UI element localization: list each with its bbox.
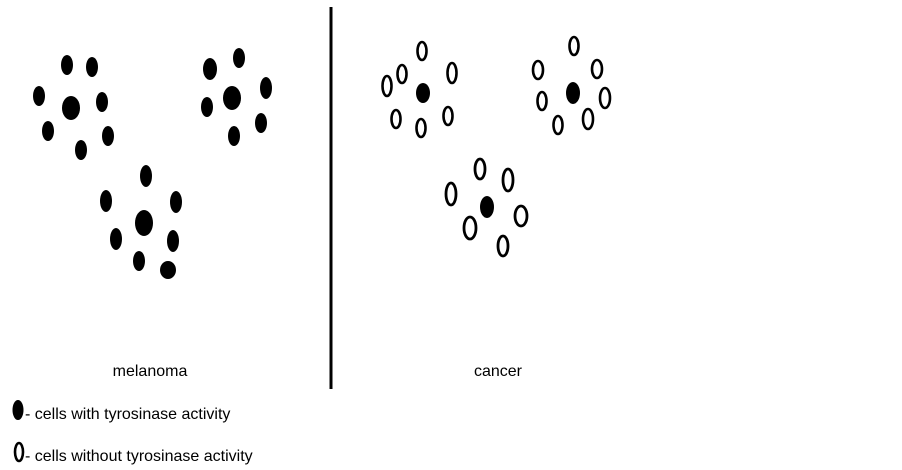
filled-cell: [135, 210, 153, 236]
melanoma-cluster-3: [100, 165, 182, 279]
hollow-cell: [531, 59, 545, 81]
hollow-cell: [446, 61, 458, 85]
hollow-cell: [444, 181, 458, 207]
filled-cell: [86, 57, 98, 77]
hollow-cell: [462, 215, 478, 241]
cancer-cluster-1: [381, 40, 458, 139]
melanoma-label: melanoma: [113, 363, 188, 380]
legend: - cells with tyrosinase activity - cells…: [12, 400, 253, 465]
filled-cell: [42, 121, 54, 141]
filled-cell: [201, 97, 213, 117]
melanoma-cluster-2: [201, 48, 272, 146]
legend-inactive-text: - cells without tyrosinase activity: [25, 448, 253, 465]
hollow-cell: [590, 58, 604, 80]
filled-cell: [260, 77, 272, 99]
filled-cell: [480, 196, 494, 218]
filled-cell: [102, 126, 114, 146]
filled-cell: [233, 48, 245, 68]
legend-item-inactive: - cells without tyrosinase activity: [13, 441, 253, 465]
filled-cell: [140, 165, 152, 187]
filled-cell: [167, 230, 179, 252]
filled-cell: [75, 140, 87, 160]
filled-cell: [203, 58, 217, 80]
filled-cell: [416, 83, 430, 103]
hollow-cell: [415, 117, 427, 139]
cancer-panel: [381, 35, 612, 258]
hollow-cell: [501, 167, 515, 193]
cancer-cluster-2: [531, 35, 612, 136]
filled-cell: [100, 190, 112, 212]
hollow-cell: [568, 35, 580, 57]
legend-active-text: - cells with tyrosinase activity: [25, 406, 230, 423]
hollow-cell: [473, 157, 487, 181]
hollow-cell: [416, 40, 428, 62]
hollow-cell: [598, 86, 612, 110]
legend-item-active: - cells with tyrosinase activity: [12, 400, 230, 423]
hollow-cell: [496, 234, 510, 258]
filled-cell: [228, 126, 240, 146]
filled-cell: [566, 82, 580, 104]
hollow-cell: [536, 90, 548, 112]
hollow-cell: [552, 114, 564, 136]
filled-cell: [223, 86, 241, 110]
filled-cell: [96, 92, 108, 112]
filled-oval-icon: [12, 400, 24, 420]
hollow-cell: [442, 105, 454, 127]
filled-cell: [255, 113, 267, 133]
filled-cell: [160, 261, 176, 279]
filled-cell: [110, 228, 122, 250]
melanoma-cluster-1: [33, 55, 114, 160]
filled-cell: [170, 191, 182, 213]
hollow-oval-icon: [13, 441, 25, 463]
filled-cell: [62, 96, 80, 120]
cancer-cluster-3: [444, 157, 529, 258]
hollow-cell: [396, 63, 408, 85]
filled-cell: [33, 86, 45, 106]
melanoma-panel: [33, 48, 272, 279]
cancer-label: cancer: [474, 363, 523, 380]
hollow-cell: [390, 108, 402, 130]
hollow-cell: [581, 107, 595, 131]
hollow-cell: [513, 204, 529, 228]
filled-cell: [61, 55, 73, 75]
hollow-cell: [381, 74, 393, 98]
filled-cell: [133, 251, 145, 271]
